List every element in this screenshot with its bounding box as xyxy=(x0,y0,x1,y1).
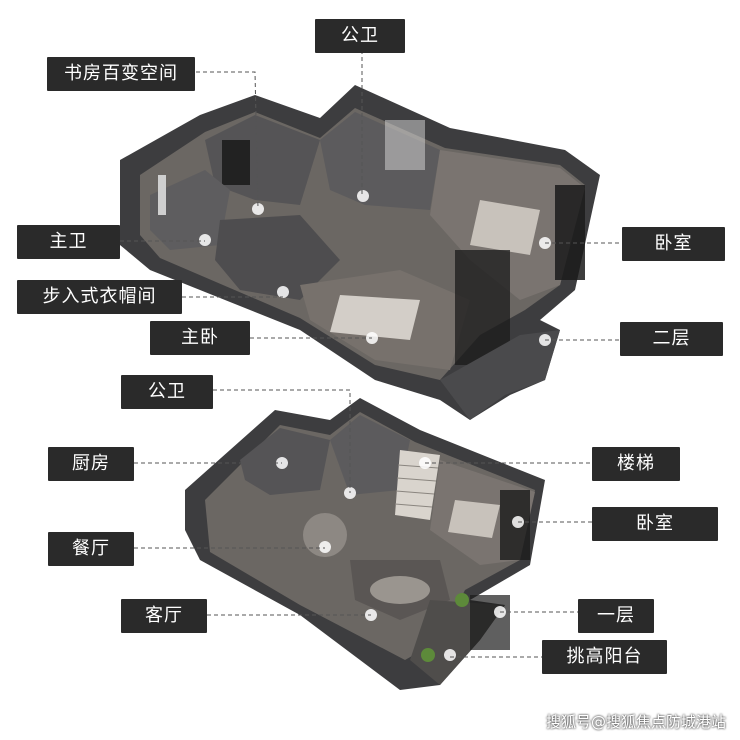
upper-marker-public-bath xyxy=(357,190,369,202)
lower-dining-table xyxy=(303,513,347,557)
upper-bookshelf xyxy=(222,140,250,185)
lower-plant-1 xyxy=(455,593,469,607)
label-lower-public-bathroom: 公卫 xyxy=(121,375,213,409)
upper-bedroom-bed xyxy=(470,200,540,255)
label-lower-dining: 餐厅 xyxy=(48,532,134,566)
upper-ledge xyxy=(440,330,560,420)
label-upper-study: 书房百变空间 xyxy=(47,57,195,91)
lower-plant-2 xyxy=(421,648,435,662)
label-upper-master-bedroom: 主卧 xyxy=(150,321,250,355)
upper-master-bathroom xyxy=(150,170,230,250)
watermark: 搜狐号@搜狐焦点防城港站 xyxy=(545,713,726,731)
label-upper-master-bathroom: 主卫 xyxy=(17,225,120,259)
upper-marker-closet xyxy=(277,286,289,298)
label-lower-kitchen: 厨房 xyxy=(48,447,134,481)
lower-floor-model xyxy=(185,398,545,690)
upper-public-bathroom xyxy=(320,112,440,210)
lower-balcony-glass xyxy=(470,595,510,650)
upper-floor-model xyxy=(120,85,600,420)
lower-bedroom-bed xyxy=(448,500,500,538)
lower-marker-balcony xyxy=(444,649,456,661)
lower-marker-dining xyxy=(319,541,331,553)
label-upper-public-bathroom: 公卫 xyxy=(315,19,405,53)
upper-bedroom-glass xyxy=(555,185,585,280)
lower-living-rug xyxy=(370,576,430,604)
label-lower-living: 客厅 xyxy=(121,599,207,633)
upper-master-bed xyxy=(330,295,420,340)
upper-walkin-closet xyxy=(215,215,340,300)
upper-shower xyxy=(158,175,166,215)
label-lower-stairs: 楼梯 xyxy=(592,447,680,481)
lower-stair-steps xyxy=(394,464,439,508)
label-lower-balcony: 挑高阳台 xyxy=(542,640,667,674)
upper-window xyxy=(385,120,425,170)
label-upper-bedroom: 卧室 xyxy=(622,227,725,261)
label-upper-floor-name: 二层 xyxy=(620,322,723,356)
leader-lines xyxy=(120,50,622,658)
label-lower-floor-name: 一层 xyxy=(578,599,654,633)
label-upper-walkin-closet: 步入式衣帽间 xyxy=(17,280,182,314)
label-lower-bedroom: 卧室 xyxy=(592,507,718,541)
upper-marker-master-bath xyxy=(199,234,211,246)
